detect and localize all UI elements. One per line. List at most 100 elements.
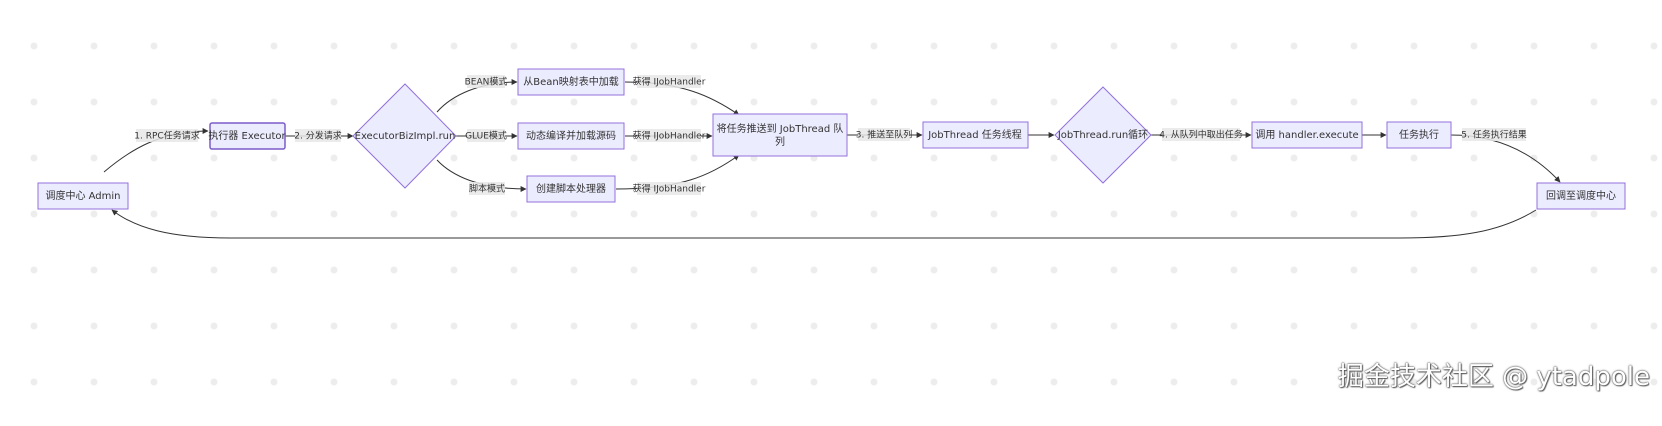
background-dot	[1410, 378, 1418, 386]
node-executor[interactable]: 执行器 Executor	[208, 122, 287, 150]
node-glue-compile-label: 动态编译并加载源码	[526, 129, 616, 142]
background-dot	[870, 266, 878, 274]
background-dot	[690, 266, 698, 274]
background-dot	[570, 154, 578, 162]
background-dot	[330, 266, 338, 274]
background-dot	[510, 266, 518, 274]
background-dot	[1110, 322, 1118, 330]
node-task-exec-label: 任务执行	[1399, 128, 1439, 141]
background-dot	[1650, 322, 1658, 330]
background-dot	[510, 210, 518, 218]
background-dot	[1530, 154, 1538, 162]
background-dot	[570, 42, 578, 50]
background-dot	[1650, 210, 1658, 218]
background-dot	[690, 98, 698, 106]
background-dot	[30, 98, 38, 106]
node-script-create-label: 创建脚本处理器	[536, 182, 606, 195]
background-dot	[30, 322, 38, 330]
background-dot	[1230, 210, 1238, 218]
background-dot	[1650, 98, 1658, 106]
background-dot	[330, 322, 338, 330]
background-dot	[1170, 154, 1178, 162]
background-dot	[1470, 266, 1478, 274]
background-dot	[630, 210, 638, 218]
background-dot	[990, 322, 998, 330]
edge-biz-run-to-script	[436, 159, 527, 192]
background-dot	[1230, 98, 1238, 106]
background-dot	[1410, 210, 1418, 218]
edge-label-get-handler-script: 获得 IJobHandler	[633, 182, 706, 195]
background-dot	[330, 154, 338, 162]
background-dot	[510, 322, 518, 330]
background-dot	[90, 154, 98, 162]
background-dot	[810, 322, 818, 330]
edge-label-script-mode: 脚本模式	[469, 182, 505, 195]
node-callback-label: 回调至调度中心	[1546, 189, 1616, 202]
node-glue-compile[interactable]: 动态编译并加载源码	[517, 122, 625, 150]
background-dot	[1350, 266, 1358, 274]
node-run-loop-label: JobThread.run循环	[1057, 128, 1148, 141]
node-biz-run[interactable]: ExecutorBizImpl.run	[352, 83, 457, 189]
node-call-execute[interactable]: 调用 handler.execute	[1251, 121, 1363, 149]
background-dot	[30, 154, 38, 162]
svg-text:3. 推送至队列: 3. 推送至队列	[856, 129, 912, 141]
background-dot	[90, 266, 98, 274]
background-dot	[210, 378, 218, 386]
background-dot	[1050, 154, 1058, 162]
background-dot	[1290, 210, 1298, 218]
background-dot	[990, 154, 998, 162]
node-push-queue-label-line1: 将任务推送到 JobThread 队	[717, 122, 844, 135]
background-dot	[1290, 378, 1298, 386]
background-dot	[750, 322, 758, 330]
background-dot	[870, 98, 878, 106]
background-dot	[1530, 42, 1538, 50]
background-dot	[870, 42, 878, 50]
background-dot	[1410, 154, 1418, 162]
edge-label-bean-mode: BEAN模式	[465, 75, 507, 88]
background-dot	[750, 98, 758, 106]
node-run-loop[interactable]: JobThread.run循环	[1054, 86, 1152, 184]
node-task-exec[interactable]: 任务执行	[1386, 121, 1452, 149]
background-dot	[1110, 210, 1118, 218]
background-dot	[1530, 378, 1538, 386]
background-dot	[990, 42, 998, 50]
node-push-queue[interactable]: 将任务推送到 JobThread 队 列	[712, 113, 848, 157]
svg-text:2. 分发请求: 2. 分发请求	[294, 130, 341, 142]
background-dot	[450, 266, 458, 274]
background-dot	[1470, 42, 1478, 50]
background-dot	[930, 154, 938, 162]
node-job-thread[interactable]: JobThread 任务线程	[922, 121, 1029, 149]
background-dot	[1110, 266, 1118, 274]
edge-label-get-handler-glue: 获得 IJobHandler	[633, 129, 706, 142]
background-dot	[1350, 378, 1358, 386]
background-dot	[390, 322, 398, 330]
background-dot	[390, 378, 398, 386]
node-admin[interactable]: 调度中心 Admin	[37, 182, 129, 210]
node-push-queue-label-line2: 列	[775, 135, 785, 148]
node-call-execute-label: 调用 handler.execute	[1255, 129, 1358, 141]
background-dot	[30, 210, 38, 218]
svg-text:获得 IJobHandler: 获得 IJobHandler	[633, 130, 706, 142]
background-dot	[870, 154, 878, 162]
node-script-create[interactable]: 创建脚本处理器	[526, 175, 616, 203]
background-dot	[990, 378, 998, 386]
background-dot	[1230, 154, 1238, 162]
svg-text:获得 IJobHandler: 获得 IJobHandler	[633, 183, 706, 195]
background-dot	[90, 42, 98, 50]
node-bean-load[interactable]: 从Bean映射表中加载	[517, 68, 625, 96]
background-dot	[1230, 266, 1238, 274]
background-dot	[1290, 98, 1298, 106]
background-dot	[570, 378, 578, 386]
background-dot	[1170, 266, 1178, 274]
background-dot	[810, 266, 818, 274]
background-dot	[630, 322, 638, 330]
background-dot	[810, 378, 818, 386]
background-dot	[210, 154, 218, 162]
background-dot	[270, 42, 278, 50]
background-dot	[1050, 210, 1058, 218]
background-dot	[1350, 322, 1358, 330]
background-dot	[450, 322, 458, 330]
svg-text:1. RPC任务请求: 1. RPC任务请求	[134, 130, 199, 142]
node-callback[interactable]: 回调至调度中心	[1536, 182, 1626, 210]
background-dot	[1650, 378, 1658, 386]
